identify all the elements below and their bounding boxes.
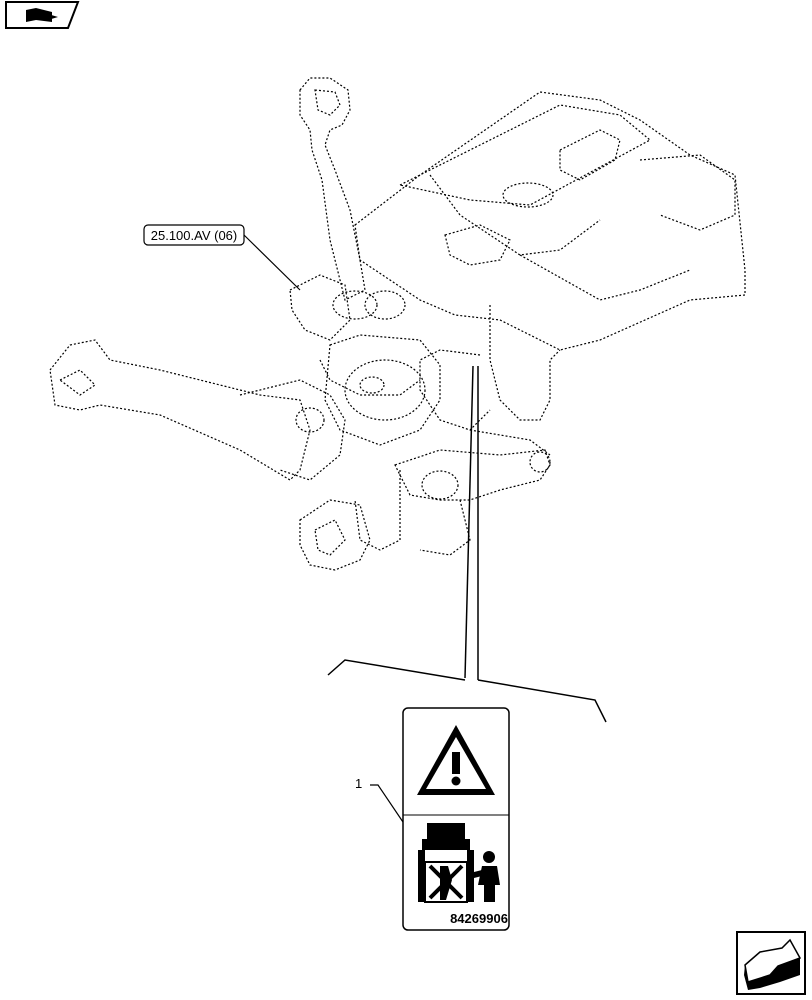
decal-leader-lines (327, 365, 607, 723)
callout-leader-line (370, 784, 406, 826)
rear-hitch-assembly-drawing (49, 77, 746, 571)
reference-label: 25.100.AV (06) (151, 228, 237, 243)
warning-triangle-icon (417, 725, 495, 795)
callout-number: 1 (355, 776, 362, 791)
safety-decal: 84269906 (402, 707, 510, 931)
book-arrow-icon[interactable] (5, 1, 80, 29)
decal-part-number: 84269906 (450, 911, 508, 926)
crush-hazard-icon (418, 823, 500, 903)
reference-label-box[interactable]: 25.100.AV (06) (143, 224, 245, 246)
next-page-arrow-icon[interactable] (736, 931, 806, 995)
reference-leader-line (243, 234, 301, 291)
